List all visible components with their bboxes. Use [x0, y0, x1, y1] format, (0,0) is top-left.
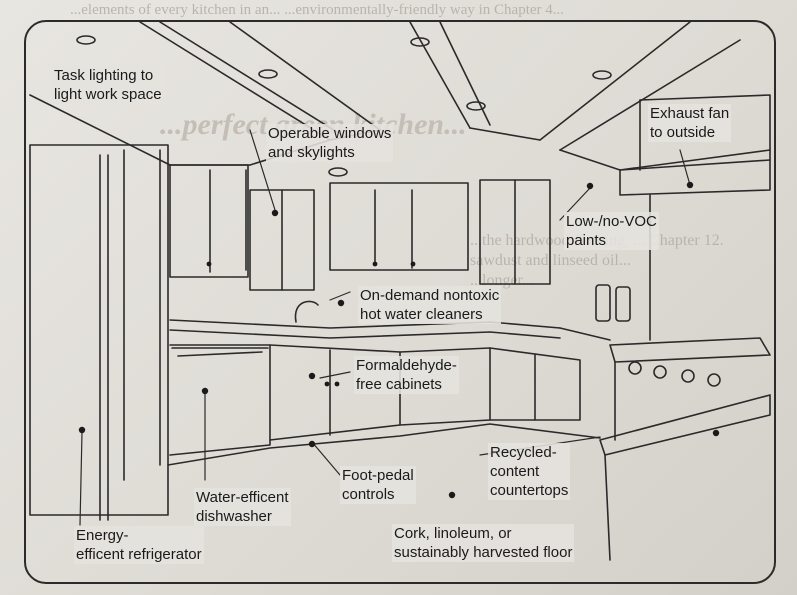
callout-recycled-line-3: countertops: [490, 482, 569, 499]
callout-task-lighting-line-2: light work space: [54, 86, 162, 103]
callout-low-voc-line-2: paints: [566, 232, 607, 249]
exhaust-hood: [619, 94, 771, 196]
callout-low-voc: Low-/no-VOC paints: [564, 212, 659, 250]
callout-refrigerator-line-1: Energy-: [76, 527, 129, 544]
stove: [609, 337, 771, 441]
back-counter: [169, 319, 611, 341]
callout-recycled: Recycled- content countertops: [488, 443, 571, 500]
callout-on-demand: On-demand nontoxic hot water cleaners: [358, 286, 502, 324]
callout-refrigerator: Energy- efficent refrigerator: [74, 526, 204, 564]
floor-edge: [167, 423, 601, 466]
island-countertop: [599, 394, 771, 561]
callout-task-lighting: Task lighting to light work space: [52, 66, 164, 104]
callout-cork-line-2: sustainably harvested floor: [394, 544, 573, 561]
window-right: [479, 179, 551, 285]
callout-formaldehyde-line-2: free cabinets: [356, 376, 442, 393]
callout-exhaust-fan: Exhaust fan to outside: [648, 104, 732, 142]
callout-task-lighting-line-1: Task lighting to: [54, 67, 154, 84]
upper-cabinets-center: [329, 182, 469, 271]
callout-foot-pedal-line-1: Foot-pedal: [342, 467, 414, 484]
ceiling-lights: [76, 35, 612, 177]
callout-on-demand-line-1: On-demand nontoxic: [360, 287, 500, 304]
callout-cork: Cork, linoleum, or sustainably harvested…: [392, 524, 575, 562]
faucet: [294, 300, 319, 323]
callout-operable-windows-line-1: Operable windows: [268, 125, 392, 142]
figure-frame: [24, 20, 776, 584]
callout-recycled-line-2: content: [490, 463, 540, 480]
callout-exhaust-fan-line-2: to outside: [650, 124, 716, 141]
window-left: [249, 189, 315, 291]
callout-on-demand-line-2: hot water cleaners: [360, 306, 483, 323]
callout-foot-pedal: Foot-pedal controls: [340, 466, 416, 504]
bleed-top-line: ...elements of every kitchen in an... ..…: [70, 2, 565, 18]
refrigerator: [29, 144, 169, 521]
callout-exhaust-fan-line-1: Exhaust fan: [650, 105, 730, 122]
callout-dishwasher-line-2: dishwasher: [196, 508, 272, 525]
callout-low-voc-line-1: Low-/no-VOC: [566, 213, 657, 230]
callout-dots: [78, 181, 720, 499]
callout-refrigerator-line-2: efficent refrigerator: [76, 546, 202, 563]
callout-formaldehyde-line-1: Formaldehyde-: [356, 357, 457, 374]
callout-dishwasher-line-1: Water-efficent: [196, 489, 289, 506]
callout-dishwasher: Water-efficent dishwasher: [194, 488, 291, 526]
callout-operable-windows: Operable windows and skylights: [266, 124, 394, 162]
callout-recycled-line-1: Recycled-: [490, 444, 557, 461]
callout-foot-pedal-line-2: controls: [342, 486, 395, 503]
upper-cabinets-left: [169, 164, 249, 278]
cleaner-bottles: [595, 284, 631, 322]
callout-formaldehyde: Formaldehyde- free cabinets: [354, 356, 459, 394]
callout-cork-line-1: Cork, linoleum, or: [394, 525, 512, 542]
callout-operable-windows-line-2: and skylights: [268, 144, 355, 161]
